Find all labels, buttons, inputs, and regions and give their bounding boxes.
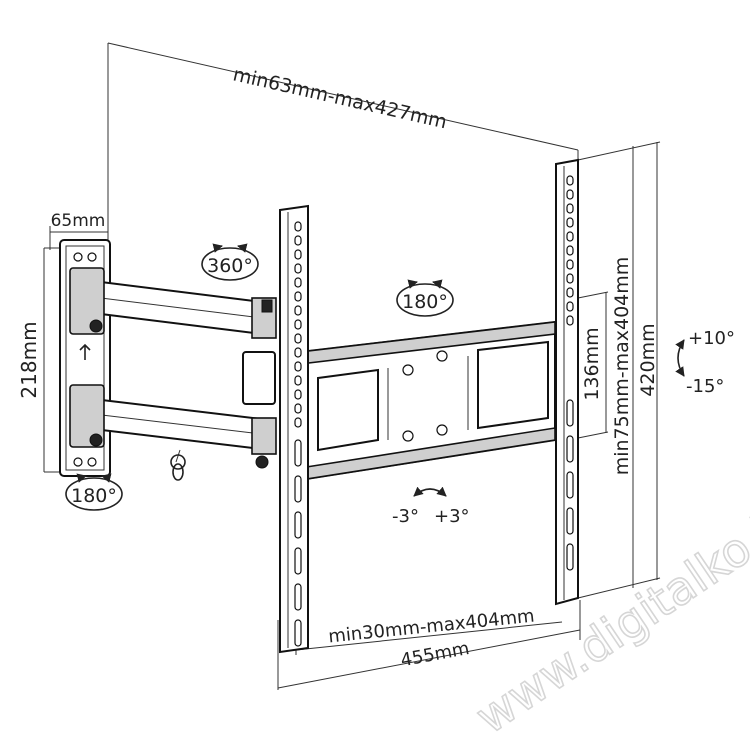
bracket-height-label: 420mm	[637, 323, 659, 396]
rail-slot-hole	[566, 259, 574, 270]
height-ext-top	[577, 141, 661, 161]
rail-long-slot	[294, 619, 302, 647]
level-right-label: +3°	[434, 506, 470, 527]
inner-height-ext-top	[577, 291, 609, 299]
rail-long-slot	[294, 475, 302, 503]
rail-slot-hole	[566, 203, 574, 214]
rail-slot-hole	[566, 301, 574, 312]
rail-slot-hole	[294, 291, 302, 302]
depth-dimension-line	[107, 42, 579, 151]
wall-height-label: 218mm	[17, 321, 41, 398]
rail-long-slot	[294, 547, 302, 575]
rotation-symbol-180-tv	[396, 279, 454, 317]
tilt-arrow-icon	[675, 339, 685, 377]
rail-slot-hole	[294, 417, 302, 428]
rotation-symbol-180-wall	[65, 473, 123, 511]
rail-slot-hole	[566, 175, 574, 186]
rail-slot-hole	[566, 287, 574, 298]
rail-long-slot	[294, 439, 302, 467]
rail-slot-hole	[294, 389, 302, 400]
rail-slot-hole	[566, 273, 574, 284]
rotation-label-180-tv: 180°	[402, 291, 448, 313]
height-ext-bottom	[577, 577, 661, 599]
rail-slot-hole	[566, 189, 574, 200]
level-arrow-icon	[413, 486, 447, 497]
tilt-down-label: -15°	[686, 376, 724, 397]
lower-arm	[69, 384, 277, 469]
rail-slot-hole	[294, 305, 302, 316]
rail-slot-hole	[294, 249, 302, 260]
inner-height-label: 136mm	[581, 327, 603, 400]
vertical-range-label: min75mm-max404mm	[611, 257, 633, 476]
width-line	[277, 629, 581, 689]
bracket-width-label: 455mm	[399, 638, 471, 671]
safety-ring	[170, 449, 186, 481]
rail-long-slot	[294, 511, 302, 539]
rail-slot-hole	[294, 319, 302, 330]
rail-long-slot	[566, 507, 574, 535]
left-vertical-rail	[279, 204, 309, 654]
rail-slot-holes	[294, 175, 574, 647]
rail-long-slot	[566, 399, 574, 427]
horizontal-range-label: min30mm-max404mm	[327, 606, 535, 648]
rotation-label-360: 360°	[207, 255, 253, 277]
rail-slot-hole	[294, 263, 302, 274]
rail-slot-hole	[294, 347, 302, 358]
right-vertical-rail	[555, 158, 579, 606]
rotation-symbol-360	[201, 243, 259, 281]
tilt-up-label: +10°	[688, 328, 735, 349]
rail-slot-hole	[566, 315, 574, 326]
rail-long-slot	[294, 583, 302, 611]
rail-slot-hole	[294, 235, 302, 246]
rail-slot-hole	[566, 231, 574, 242]
rail-slot-hole	[294, 403, 302, 414]
rail-long-slot	[566, 435, 574, 463]
level-left-label: -3°	[392, 506, 419, 527]
horizontal-range-line	[295, 621, 563, 651]
rail-long-slot	[566, 471, 574, 499]
rail-slot-hole	[566, 245, 574, 256]
total-depth-label: min63mm-max427mm	[231, 63, 449, 133]
rail-slot-hole	[294, 375, 302, 386]
wall-depth-label: 65mm	[51, 211, 106, 231]
rotation-label-180-wall: 180°	[71, 485, 117, 507]
inner-height-ext-bottom	[577, 431, 609, 439]
rail-slot-hole	[294, 333, 302, 344]
upper-arm	[69, 267, 277, 339]
rail-slot-hole	[294, 361, 302, 372]
rail-slot-hole	[294, 277, 302, 288]
pivot-block	[242, 299, 276, 405]
rail-long-slot	[566, 543, 574, 571]
rail-slot-hole	[566, 217, 574, 228]
rail-slot-hole	[294, 221, 302, 232]
horizontal-frame	[299, 320, 556, 482]
